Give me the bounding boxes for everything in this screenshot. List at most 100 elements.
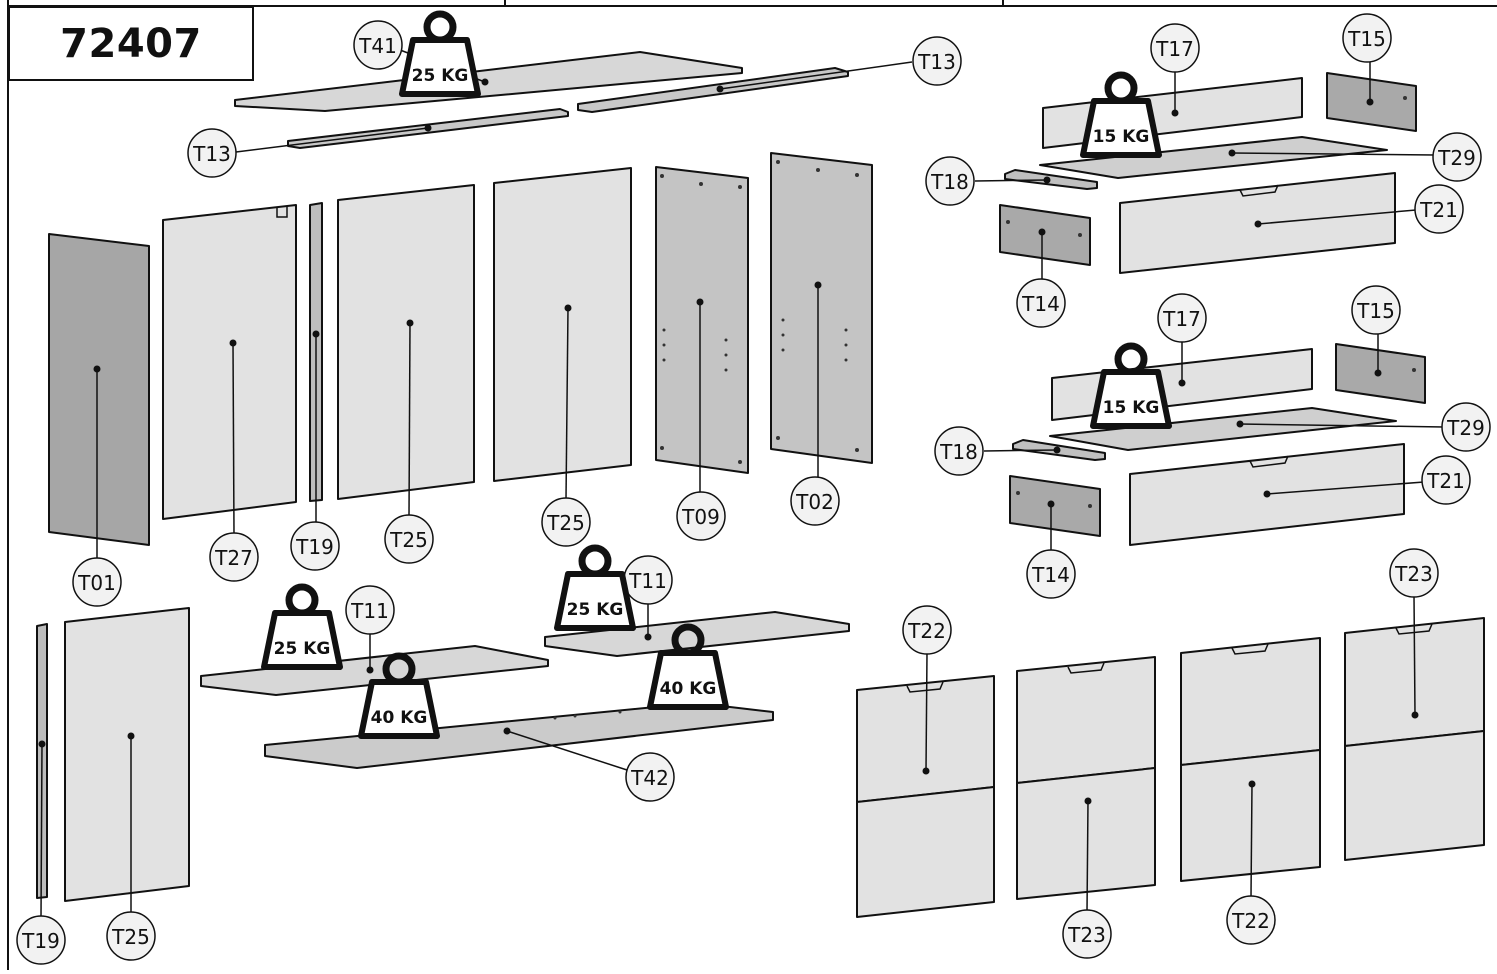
- part-callout-t21-mid: T21: [1421, 455, 1471, 505]
- part-label-t21: T21: [1419, 198, 1458, 222]
- part-label-t19: T19: [295, 535, 334, 559]
- front-t22-b-lower: [1180, 749, 1321, 882]
- part-callout-t23-b: T23: [1389, 548, 1439, 598]
- part-label-t21: T21: [1426, 469, 1465, 493]
- part-label-t13: T13: [917, 50, 956, 74]
- part-label-t14: T14: [1031, 563, 1070, 587]
- part-callout-t13-right: T13: [912, 36, 962, 86]
- drawer2-t29-bottom: [1049, 407, 1397, 451]
- part-callout-t11-right: T11: [623, 555, 673, 605]
- part-callout-t23-a: T23: [1062, 909, 1112, 959]
- panel-t41-top: [234, 51, 743, 112]
- part-callout-t25-a: T25: [384, 514, 434, 564]
- part-callout-t19-top: T19: [290, 521, 340, 571]
- part-callout-t13-left: T13: [187, 128, 237, 178]
- part-callout-t14-mid: T14: [1026, 549, 1076, 599]
- part-label-t18: T18: [930, 170, 969, 194]
- part-label-t13: T13: [192, 142, 231, 166]
- part-label-t15: T15: [1356, 299, 1395, 323]
- part-callout-t41: T41: [353, 20, 403, 70]
- part-label-t23: T23: [1394, 562, 1433, 586]
- weight-label-15kg: 15 KG: [1103, 398, 1160, 418]
- weight-icon: 25 KG: [261, 583, 343, 670]
- weight-icon: 15 KG: [1090, 342, 1172, 429]
- front-t22-a-upper: [856, 675, 995, 803]
- part-callout-t27: T27: [209, 532, 259, 582]
- part-label-t02: T02: [795, 490, 834, 514]
- part-callout-t09: T09: [676, 491, 726, 541]
- part-callout-t11-left: T11: [345, 585, 395, 635]
- part-callout-t29-top: T29: [1432, 132, 1482, 182]
- part-callout-t21-top: T21: [1414, 184, 1464, 234]
- part-label-t09: T09: [681, 505, 720, 529]
- panel-t25-a: [337, 184, 475, 500]
- part-label-t22: T22: [907, 619, 946, 643]
- part-label-t01: T01: [77, 571, 116, 595]
- part-label-t19: T19: [21, 929, 60, 953]
- part-label-t11: T11: [628, 569, 667, 593]
- drawer1-t29-bottom: [1039, 136, 1388, 179]
- drawer1-t18-bar: [1004, 169, 1098, 190]
- panel-t25-b: [493, 167, 632, 482]
- drawer1-t14-side: [999, 204, 1091, 266]
- front-t22-b-upper: [1180, 637, 1321, 766]
- part-label-t22: T22: [1231, 909, 1270, 933]
- panel-t25-bottom: [64, 607, 190, 902]
- drawer2-t14-side: [1009, 475, 1101, 537]
- part-callout-t22-a: T22: [902, 605, 952, 655]
- weight-label-25kg: 25 KG: [567, 600, 624, 620]
- leader-lines: [40, 49, 1445, 919]
- weight-label-40kg: 40 KG: [660, 679, 717, 699]
- part-label-t14: T14: [1021, 292, 1060, 316]
- part-callout-t42: T42: [625, 752, 675, 802]
- panel-t01: [48, 233, 150, 546]
- part-callout-t19-bottom: T19: [16, 915, 66, 965]
- model-number: 72407: [60, 20, 202, 67]
- part-callout-t15-mid: T15: [1351, 285, 1401, 335]
- leader-dots: [38, 78, 1419, 805]
- part-callout-t18-mid: T18: [934, 426, 984, 476]
- part-callout-t17-top: T17: [1150, 23, 1200, 73]
- part-callout-t15-top: T15: [1342, 13, 1392, 63]
- part-callout-t25-b: T25: [541, 497, 591, 547]
- part-label-t42: T42: [630, 766, 669, 790]
- model-number-box: 72407: [8, 6, 254, 81]
- panel-details: [276, 184, 1433, 693]
- hole-dots: [553, 96, 1416, 720]
- part-callout-t22-b: T22: [1226, 895, 1276, 945]
- front-t22-a-lower: [856, 786, 995, 918]
- part-label-t27: T27: [214, 546, 253, 570]
- weight-icon: 25 KG: [554, 544, 636, 631]
- front-t23-b-lower: [1344, 730, 1485, 861]
- part-callout-t14-top: T14: [1016, 278, 1066, 328]
- part-callout-t17-mid: T17: [1157, 293, 1207, 343]
- part-callout-t18-top: T18: [925, 156, 975, 206]
- panel-t27: [162, 204, 297, 520]
- weight-icon: 40 KG: [358, 652, 440, 739]
- part-label-t25: T25: [546, 511, 585, 535]
- front-t23-a-lower: [1016, 767, 1156, 900]
- part-label-t18: T18: [939, 440, 978, 464]
- part-label-t15: T15: [1347, 27, 1386, 51]
- front-t23-a-upper: [1016, 656, 1156, 784]
- part-label-t29: T29: [1437, 146, 1476, 170]
- page-frame: [7, 0, 1497, 970]
- part-label-t25: T25: [389, 528, 428, 552]
- part-label-t17: T17: [1155, 37, 1194, 61]
- panel-t11-left: [200, 645, 549, 696]
- part-label-t25: T25: [111, 925, 150, 949]
- part-label-t23: T23: [1067, 923, 1106, 947]
- part-callout-t02: T02: [790, 476, 840, 526]
- weight-label-25kg: 25 KG: [412, 66, 469, 86]
- panel-t02: [770, 152, 873, 464]
- weight-icon: 25 KG: [399, 10, 481, 97]
- part-label-t11: T11: [350, 599, 389, 623]
- part-callout-t25-bottom: T25: [106, 911, 156, 961]
- panel-t09: [655, 166, 749, 474]
- part-label-t41: T41: [358, 34, 397, 58]
- weight-icon: 15 KG: [1080, 71, 1162, 158]
- part-label-t17: T17: [1162, 307, 1201, 331]
- panel-t13-rail-right: [577, 67, 849, 113]
